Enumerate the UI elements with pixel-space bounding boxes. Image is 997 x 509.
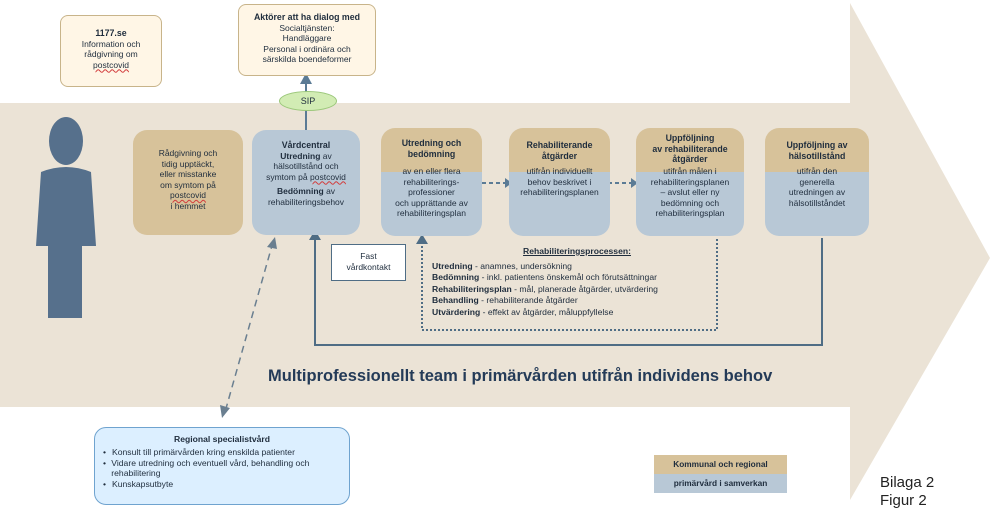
uppfoljning-rehab-box: Uppföljning av rehabiliterande åtgärder … (636, 128, 744, 236)
info-1177-line: postcovid (93, 59, 129, 70)
rehab-process-heading: Rehabiliteringsprocessen: (523, 246, 631, 256)
specialist-title: Regional specialistvård (174, 434, 270, 444)
rehab-atgarder-title: Rehabiliterande (526, 140, 593, 150)
advice-line: i hemmet (170, 200, 206, 211)
actors-line: Socialtjänsten: (279, 22, 335, 33)
rehab-process-item: Utvärdering - effekt av åtgärder, målupp… (432, 306, 614, 317)
vardcentral-text: symtom på (266, 171, 310, 182)
vardcentral-utredning: Utredning (280, 150, 321, 161)
appendix-line: Bilaga 2 (880, 474, 935, 491)
vardcentral-title: Vårdcentral (281, 140, 331, 150)
rehab-process-item: Bedömning - inkl. patientens önskemål oc… (432, 272, 657, 283)
utredning-line: rehabiliteringsplan (397, 208, 466, 218)
vardcentral-text: av (323, 186, 336, 196)
uppfoljning-rehab-line: – avslut eller ny (660, 187, 720, 197)
uppfoljning-halsa-box: Uppföljning av hälsotillstånd utifrån de… (765, 128, 869, 236)
info-1177-title: 1177.se (95, 28, 127, 38)
actors-box: Aktörer att ha dialog med Socialtjänsten… (238, 4, 376, 76)
rehab-atgarder-box: Rehabiliterande åtgärder utifrån individ… (509, 128, 610, 236)
legend-tan: Kommunal och regional (654, 455, 787, 474)
appendix-label: Bilaga 2 Figur 2 (880, 474, 934, 509)
rehab-process-item: Behandling - rehabiliterande åtgärder (432, 295, 578, 306)
uppfoljning-rehab-line: bedömning och (660, 197, 720, 208)
specialist-bullet: Konsult till primärvården kring enskilda… (112, 446, 295, 457)
team-heading: Multiprofessionellt team i primärvården … (268, 367, 773, 385)
uppfoljning-rehab-title: åtgärder (672, 154, 708, 164)
vardcentral-line: hälsotillstånd och (273, 161, 339, 171)
utredning-line: av en eller flera (402, 166, 461, 176)
utredning-line: professioner (408, 187, 455, 197)
rehab-atgarder-line: utifrån individuellt (526, 166, 593, 176)
appendix-line: Figur 2 (880, 492, 927, 509)
legend-blue: primärvård i samverkan (654, 474, 787, 493)
uppfoljning-halsa-line: hälsotillståndet (788, 197, 846, 208)
utredning-title: Utredning och (401, 138, 462, 148)
uppfoljning-rehab-line: rehabiliteringsplanen (650, 176, 730, 187)
regional-specialist-box: Regional specialistvård •Konsult till pr… (94, 427, 350, 505)
utredning-bedomning-box: Utredning och bedömning av en eller fler… (381, 128, 482, 236)
fast-line: Fast (360, 251, 377, 261)
person-icon (36, 117, 96, 318)
info-1177-line: rådgivning om (84, 49, 138, 59)
advice-line: eller misstanke (159, 169, 217, 179)
sip-badge: SIP (279, 91, 337, 111)
uppfoljning-rehab-line: utifrån målen i (663, 166, 717, 176)
uppfoljning-halsa-title: Uppföljning av (786, 140, 848, 150)
vardcentral-bedomning: Bedömning (276, 186, 324, 196)
uppfoljning-rehab-title: av rehabiliterande (652, 143, 728, 154)
actors-line: Personal i ordinära och (263, 43, 351, 54)
rehab-process-item: Utredning - anamnes, undersökning (432, 260, 572, 271)
rehab-atgarder-line: behov beskrivet i (527, 176, 592, 187)
uppfoljning-halsa-line: utredningen av (788, 187, 846, 197)
advice-line: om symtom på (160, 179, 216, 190)
advice-line: tidig upptäckt, (161, 158, 215, 169)
vardcentral-line: rehabiliteringsbehov (267, 196, 345, 207)
sip-label: SIP (300, 96, 316, 106)
uppfoljning-halsa-title: hälsotillstånd (788, 150, 846, 161)
actors-line: särskilda boendeformer (262, 54, 352, 64)
advice-line: postcovid (170, 190, 206, 200)
vardcentral-text: av (320, 150, 332, 161)
rehab-process-item: Rehabiliteringsplan - mål, planerade åtg… (432, 283, 658, 294)
advice-box: Rådgivning och tidig upptäckt, eller mis… (133, 130, 243, 235)
info-1177-line: Information och (81, 38, 141, 49)
info-1177-box: 1177.se Information och rådgivning om po… (60, 15, 162, 87)
rehab-atgarder-title: åtgärder (541, 150, 578, 161)
actors-line: Handläggare (282, 33, 332, 43)
uppfoljning-halsa-line: utifrån den (796, 166, 838, 176)
advice-line: Rådgivning och (158, 148, 218, 158)
vardcentral-text: postcovid (310, 171, 346, 182)
rehab-process-list: Rehabiliteringsprocessen: Utredning - an… (432, 246, 722, 319)
actors-title: Aktörer att ha dialog med (253, 12, 361, 22)
uppfoljning-halsa-line: generella (799, 176, 835, 187)
utredning-line: och upprättande av (395, 197, 468, 208)
specialist-bullet: Kunskapsutbyte (112, 479, 174, 490)
big-process-arrow (0, 3, 990, 500)
rehab-atgarder-line: rehabiliteringsplanen (520, 187, 599, 197)
specialist-bullet: Vidare utredning och eventuell vård, beh… (111, 457, 310, 479)
fast-line: vårdkontakt (346, 261, 391, 272)
uppfoljning-rehab-line: rehabiliteringsplan (655, 208, 725, 218)
fast-vardkontakt-box: Fast vårdkontakt (331, 244, 406, 281)
uppfoljning-rehab-title: Uppföljning (665, 133, 715, 143)
legend: Kommunal och regional primärvård i samve… (654, 455, 787, 493)
utredning-line: rehabiliterings- (403, 176, 460, 187)
vardcentral-box: Vårdcentral Utredning av hälsotillstånd … (252, 130, 360, 235)
utredning-title: bedömning (407, 148, 456, 159)
